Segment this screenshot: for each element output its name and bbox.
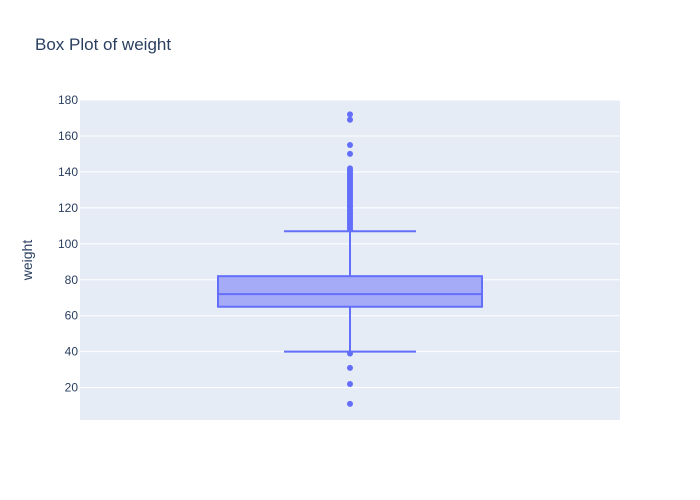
y-axis-title: weight bbox=[19, 240, 35, 282]
y-tick-label-120: 120 bbox=[58, 201, 78, 215]
outlier-point-0 bbox=[347, 400, 353, 407]
box-trace[interactable] bbox=[217, 111, 483, 407]
y-tick-label-80: 80 bbox=[65, 273, 79, 287]
outlier-point-38 bbox=[347, 165, 353, 172]
y-tick-label-140: 140 bbox=[58, 165, 78, 179]
y-tick-label-160: 160 bbox=[58, 129, 78, 143]
y-tick-label-180: 180 bbox=[58, 93, 78, 107]
iqr-box bbox=[217, 275, 483, 308]
chart-title: Box Plot of weight bbox=[35, 35, 171, 54]
y-axis-ticks: 20 40 60 80 100 120 140 160 180 bbox=[58, 93, 78, 395]
y-tick-label-60: 60 bbox=[65, 309, 79, 323]
outlier-point-40 bbox=[347, 141, 353, 148]
y-tick-label-100: 100 bbox=[58, 237, 78, 251]
outlier-point-1 bbox=[347, 381, 353, 388]
outlier-point-42 bbox=[347, 111, 353, 118]
y-tick-label-40: 40 bbox=[65, 345, 79, 359]
outlier-point-41 bbox=[347, 116, 353, 123]
outlier-point-2 bbox=[347, 364, 353, 371]
outlier-point-39 bbox=[347, 150, 353, 157]
outlier-point-3 bbox=[347, 350, 353, 357]
y-tick-label-20: 20 bbox=[65, 381, 79, 395]
